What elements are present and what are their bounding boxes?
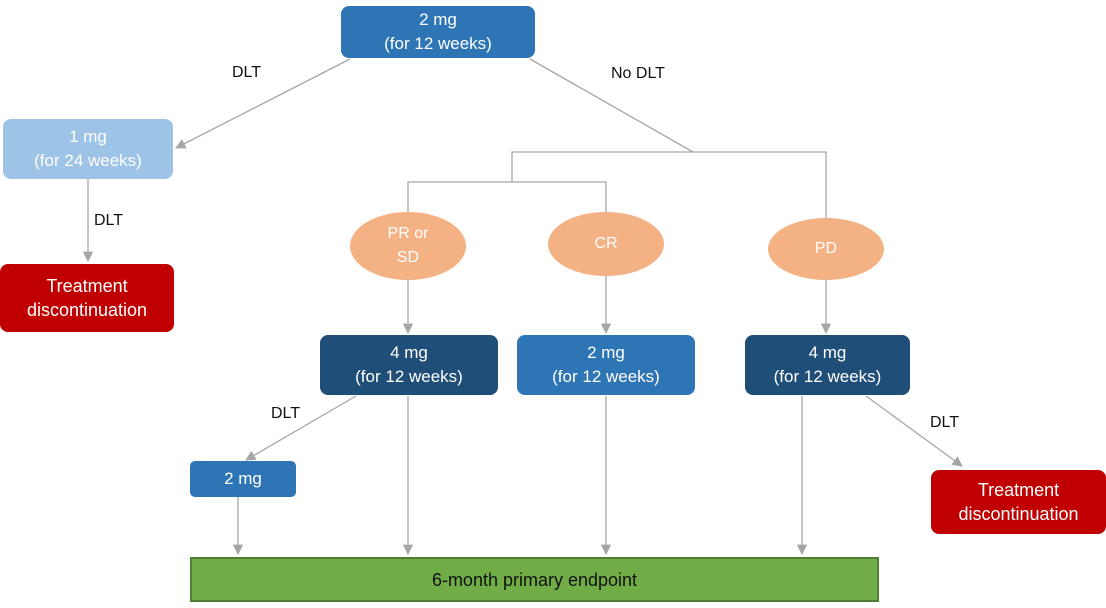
edge-escpd-to-discontinue bbox=[865, 395, 963, 467]
response-cr-ellipse: CR bbox=[548, 212, 664, 276]
discontinuation-left-line2: discontinuation bbox=[26, 300, 148, 320]
response-pr-sd-line2: SD bbox=[396, 249, 420, 266]
branch-bus-upper bbox=[511, 151, 827, 220]
response-pr-sd-ellipse: PR or SD bbox=[350, 212, 466, 280]
start-dose-box: 2 mg (for 12 weeks) bbox=[341, 6, 535, 58]
escalated-dose-pd-line1: 4 mg bbox=[808, 343, 847, 362]
response-pr-sd-line1: PR or bbox=[387, 225, 429, 242]
branch-bus-lower bbox=[407, 181, 607, 220]
start-dose-line1: 2 mg bbox=[419, 10, 457, 29]
escalated-dose-pr-box: 4 mg (for 12 weeks) bbox=[320, 335, 498, 395]
primary-endpoint-bar: 6-month primary endpoint bbox=[190, 557, 879, 602]
continued-dose-cr-line2: (for 12 weeks) bbox=[552, 367, 660, 386]
response-cr-line1: CR bbox=[594, 235, 618, 252]
discontinuation-right-line2: discontinuation bbox=[958, 504, 1079, 524]
discontinuation-right-line1: Treatment bbox=[977, 480, 1060, 500]
edge-label-dlt-reduced: DLT bbox=[94, 212, 124, 229]
reduced-dose-line1: 1 mg bbox=[69, 127, 107, 146]
start-dose-line2: (for 12 weeks) bbox=[384, 34, 492, 53]
edge-start-to-branch bbox=[529, 58, 694, 153]
escalated-dose-pd-box: 4 mg (for 12 weeks) bbox=[745, 335, 910, 395]
continued-dose-cr-line1: 2 mg bbox=[587, 343, 625, 362]
edge-label-dlt-start: DLT bbox=[232, 64, 262, 81]
escalated-dose-pr-line1: 4 mg bbox=[390, 343, 428, 362]
escalated-dose-pr-line2: (for 12 weeks) bbox=[355, 367, 463, 386]
response-pd-ellipse: PD bbox=[768, 218, 884, 280]
edge-escpr-to-deesc bbox=[245, 395, 357, 461]
escalated-dose-pd-line2: (for 12 weeks) bbox=[773, 367, 882, 386]
reduced-dose-line2: (for 24 weeks) bbox=[34, 151, 142, 170]
primary-endpoint-label: 6-month primary endpoint bbox=[431, 569, 638, 590]
edge-start-to-reduced bbox=[175, 58, 351, 149]
continued-dose-cr-box: 2 mg (for 12 weeks) bbox=[517, 335, 695, 395]
deescalated-dose-line1: 2 mg bbox=[224, 469, 262, 488]
edge-label-dlt-esc-pd: DLT bbox=[930, 414, 960, 431]
reduced-dose-box: 1 mg (for 24 weeks) bbox=[3, 119, 173, 179]
deescalated-dose-box: 2 mg bbox=[190, 461, 296, 497]
discontinuation-left-box: Treatment discontinuation bbox=[0, 264, 174, 332]
edge-label-no-dlt: No DLT bbox=[611, 65, 665, 82]
discontinuation-right-box: Treatment discontinuation bbox=[931, 470, 1106, 534]
edge-label-dlt-esc-pr: DLT bbox=[271, 405, 301, 422]
response-pd-line1: PD bbox=[814, 240, 838, 257]
discontinuation-left-line1: Treatment bbox=[46, 276, 128, 296]
